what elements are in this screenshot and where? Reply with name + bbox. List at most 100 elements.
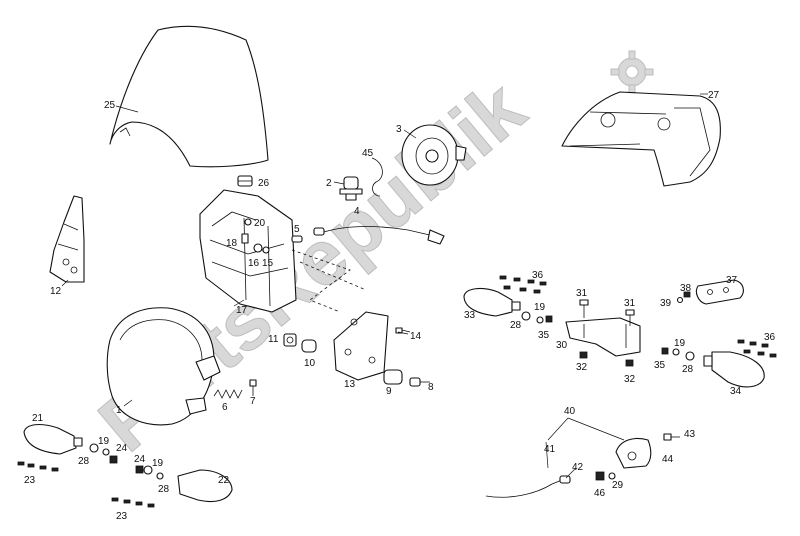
callout-3: 3: [396, 124, 402, 135]
callout-13: 13: [344, 379, 356, 390]
callout-42: 42: [572, 462, 584, 473]
callout-2: 2: [326, 178, 332, 189]
callout-32a: 32: [576, 362, 588, 373]
part-plate-bracket: [565, 317, 641, 357]
part-screws-31: [579, 299, 635, 326]
callout-31b: 31: [624, 298, 636, 309]
part-reflector: [695, 279, 744, 305]
callout-36a: 36: [532, 270, 544, 281]
part-headlight: [106, 307, 221, 426]
callout-17: 17: [236, 305, 248, 316]
callout-8: 8: [428, 382, 434, 393]
part-bulb-holder: [401, 124, 467, 186]
part-washers-left: [89, 443, 164, 480]
part-windscreen: [109, 25, 269, 168]
callout-46: 46: [594, 488, 606, 499]
callout-24a: 24: [116, 443, 128, 454]
callout-27: 27: [708, 90, 720, 101]
callout-26: 26: [258, 178, 270, 189]
callout-12: 12: [50, 286, 62, 297]
callout-35b: 35: [654, 360, 666, 371]
part-screw-14: [395, 327, 411, 334]
part-plate-light: [615, 437, 652, 469]
guide-lines: [291, 249, 367, 313]
callout-40: 40: [564, 406, 576, 417]
part-washers-rear-right: [661, 347, 695, 361]
part-plate-light-wiring: [485, 417, 625, 498]
callout-18: 18: [226, 238, 238, 249]
callout-23b: 23: [116, 511, 128, 522]
callout-34: 34: [730, 386, 742, 397]
callout-19c: 19: [534, 302, 546, 313]
callout-39: 39: [660, 298, 672, 309]
callout-4: 4: [354, 206, 360, 217]
part-reflector-fasteners: [676, 291, 691, 304]
callout-35a: 35: [538, 330, 550, 341]
callout-19b: 19: [152, 458, 164, 469]
part-spring: [213, 389, 243, 399]
callout-29: 29: [612, 480, 624, 491]
callout-19d: 19: [674, 338, 686, 349]
callout-15: 15: [262, 258, 274, 269]
callout-44: 44: [662, 454, 674, 465]
callout-36b: 36: [764, 332, 776, 343]
callout-5: 5: [294, 224, 300, 235]
part-mounting-plate: [333, 311, 389, 381]
watermark-gear-icon: [610, 50, 654, 94]
callout-33: 33: [464, 310, 476, 321]
part-adjuster: [283, 333, 317, 353]
part-rubber-block: [383, 369, 403, 385]
callout-28c: 28: [510, 320, 522, 331]
callout-10: 10: [304, 358, 316, 369]
callout-45: 45: [362, 148, 374, 159]
callout-1: 1: [116, 405, 122, 416]
part-screw-7: [249, 379, 257, 396]
part-indicator-front-left: [23, 423, 83, 455]
part-nuts-32: [579, 351, 634, 367]
callout-9: 9: [386, 386, 392, 397]
part-indicator-rear-left: [463, 287, 521, 317]
part-pin: [291, 235, 303, 243]
callout-labels: 1 2 3 4 5 6 7 8 9 10 11 12 13 14 15 16 1…: [24, 90, 776, 522]
part-grommet: [237, 175, 253, 187]
part-bolt-8: [409, 377, 430, 387]
callout-19a: 19: [98, 436, 110, 447]
callout-43: 43: [684, 429, 696, 440]
callout-28d: 28: [682, 364, 694, 375]
callout-21: 21: [32, 413, 44, 424]
callout-20: 20: [254, 218, 266, 229]
callout-28a: 28: [78, 456, 90, 467]
part-clips-36-left: [499, 275, 547, 294]
callout-11: 11: [268, 334, 279, 345]
callout-23a: 23: [24, 475, 36, 486]
part-plate-light-fasteners: [595, 433, 680, 481]
part-indicator-front-right: [177, 469, 233, 503]
part-indicator-rear-right: [703, 351, 765, 388]
part-clips-36-right: [737, 339, 777, 358]
part-clips-23: [17, 461, 155, 508]
callout-14: 14: [410, 331, 422, 342]
callout-24b: 24: [134, 454, 146, 465]
callout-41: 41: [544, 444, 556, 455]
part-bulb: [339, 176, 363, 201]
callout-7: 7: [250, 396, 256, 407]
callout-31a: 31: [576, 288, 588, 299]
callout-28b: 28: [158, 484, 170, 495]
part-tail-light: [561, 91, 721, 187]
part-side-bracket: [49, 195, 85, 283]
callout-38: 38: [680, 283, 692, 294]
part-spring-clip: [371, 157, 383, 197]
callout-30: 30: [556, 340, 568, 351]
callout-6: 6: [222, 402, 228, 413]
callout-32b: 32: [624, 374, 636, 385]
callout-37: 37: [726, 275, 738, 286]
leader-lines: [61, 93, 708, 479]
part-headlight-frame: [199, 189, 297, 313]
callout-25: 25: [104, 100, 116, 111]
part-washers-rear-left: [521, 311, 553, 324]
callout-16: 16: [248, 258, 260, 269]
callout-22: 22: [218, 475, 230, 486]
part-frame-fasteners: [241, 218, 270, 254]
